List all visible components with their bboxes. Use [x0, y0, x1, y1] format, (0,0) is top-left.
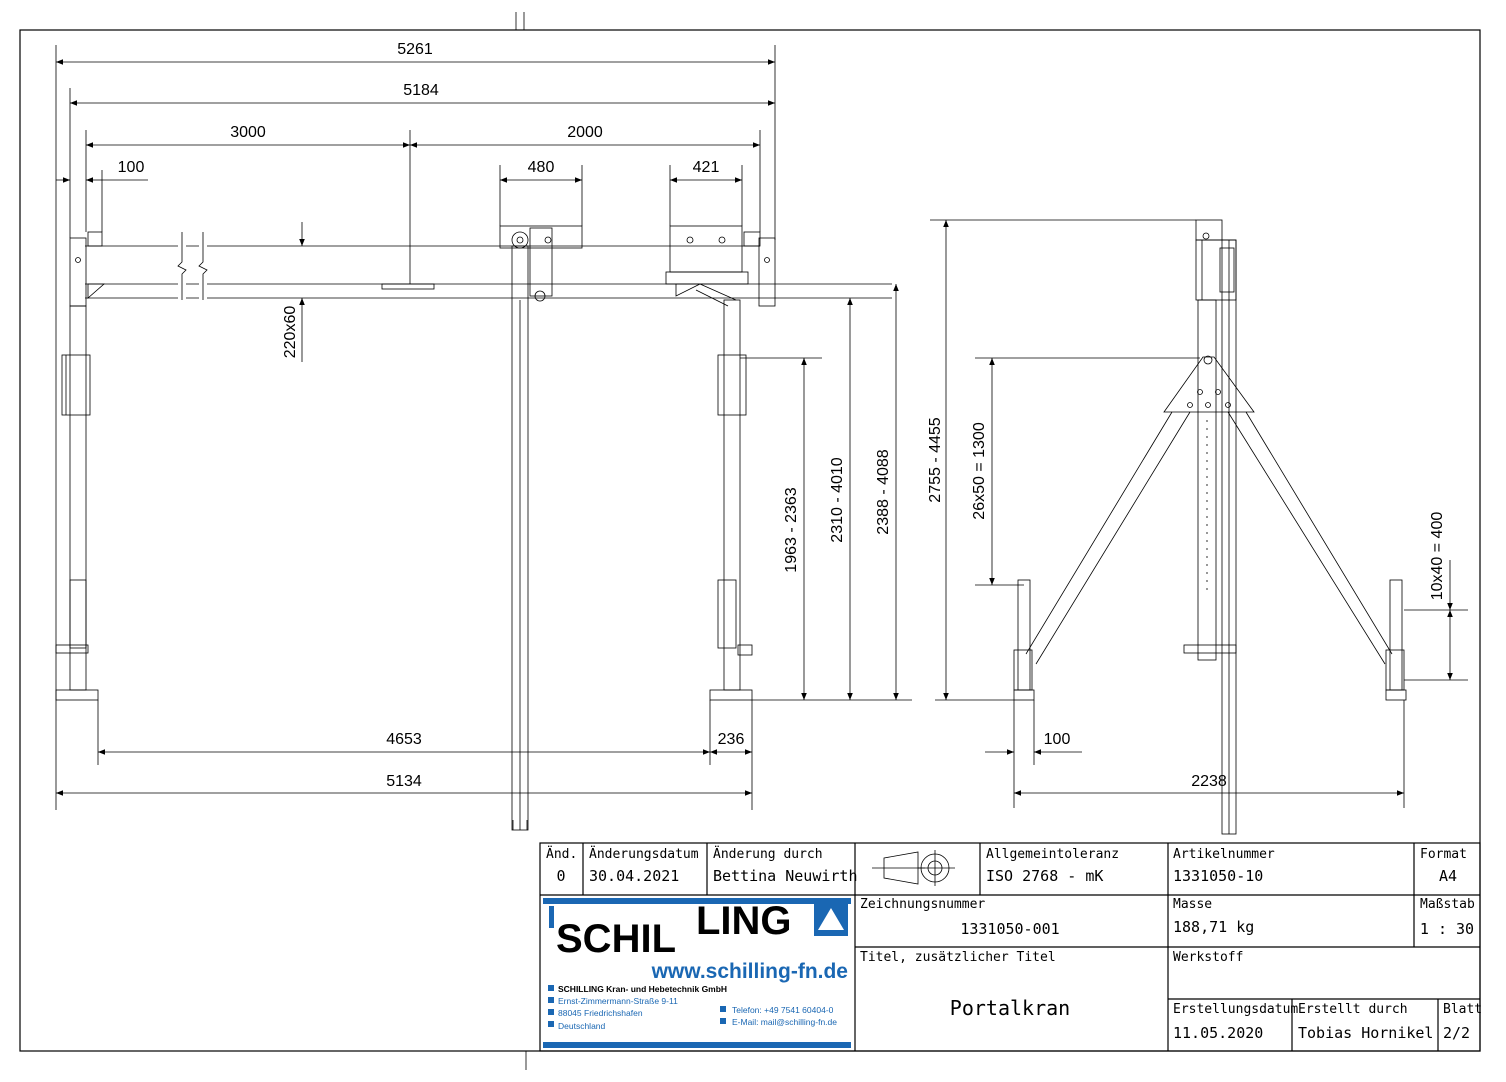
dim-label: 5134 [386, 773, 422, 790]
dim-label: 2755 - 4455 [927, 417, 944, 503]
brand-name-part2: LING [696, 899, 792, 943]
created-by-value: Tobias Hornikel [1298, 1024, 1433, 1042]
dim-label: 3000 [230, 124, 266, 141]
dim-label: 100 [118, 159, 145, 176]
dim-label: 5184 [403, 82, 439, 99]
sheet-label: Blatt [1443, 1002, 1482, 1017]
front-dimensions [55, 45, 912, 810]
article-value: 1331050-10 [1173, 867, 1263, 885]
company-name: SCHILLING Kran- und Hebetechnik GmbH [558, 984, 727, 994]
created-by-label: Erstellt durch [1298, 1002, 1408, 1017]
article-label: Artikelnummer [1173, 847, 1275, 862]
website: www.schilling-fn.de [651, 960, 848, 983]
rev-label: Änd. [546, 846, 577, 862]
title-block [539, 842, 1481, 1052]
changed-by-value: Bettina Neuwirth [713, 867, 858, 885]
dim-label: 236 [718, 731, 745, 748]
street: Ernst-Zimmermann-Straße 9-11 [558, 996, 678, 1006]
brand-name-part1: SCHIL [556, 917, 676, 961]
side-dimensions [930, 219, 1468, 808]
front-view [55, 130, 892, 831]
drawing-no-label: Zeichnungsnummer [860, 897, 985, 912]
sheet-value: 2/2 [1443, 1024, 1470, 1042]
dim-label: 100 [1044, 731, 1071, 748]
changed-by-label: Änderung durch [713, 846, 823, 862]
bullet-icon [720, 1006, 726, 1012]
projection-symbol-icon [872, 850, 955, 886]
country: Deutschland [558, 1021, 606, 1031]
dim-label: 2238 [1191, 773, 1227, 790]
material-label: Werkstoff [1173, 950, 1243, 965]
dim-label: 1963 - 2363 [783, 487, 800, 573]
city: 88045 Friedrichshafen [558, 1008, 643, 1018]
drawing-no-value: 1331050-001 [960, 920, 1059, 938]
change-date-label: Änderungsdatum [589, 846, 699, 862]
sheet-frame [19, 29, 1481, 1052]
bullet-icon [548, 1021, 554, 1027]
bullet-icon [548, 997, 554, 1003]
side-view [1013, 219, 1407, 835]
created-date-label: Erstellungsdatum [1173, 1002, 1298, 1017]
bullet-icon [548, 1009, 554, 1015]
mass-value: 188,71 kg [1173, 918, 1254, 936]
dim-label: 10x40 = 400 [1429, 512, 1446, 601]
mass-label: Masse [1173, 897, 1212, 912]
dim-label: 4653 [386, 731, 422, 748]
tolerance-value: ISO 2768 - mK [986, 867, 1103, 885]
front-dimension-labels: 5261 5184 3000 2000 100 480 421 220x60 1… [118, 41, 892, 790]
format-value: A4 [1439, 867, 1457, 885]
email: E-Mail: mail@schilling-fn.de [732, 1017, 837, 1027]
side-dimension-labels: 2755 - 4455 26x50 = 1300 10x40 = 400 100… [927, 417, 1446, 790]
dim-label: 220x60 [282, 306, 299, 359]
scale-value: 1 : 30 [1420, 920, 1474, 938]
dim-label: 26x50 = 1300 [971, 422, 988, 520]
created-date-value: 11.05.2020 [1173, 1024, 1263, 1042]
company-logo: SCHIL LING www.schilling-fn.de SCHILLING… [543, 898, 851, 1048]
rev-value: 0 [556, 867, 565, 885]
phone: Telefon: +49 7541 60404-0 [732, 1005, 834, 1015]
dim-label: 5261 [397, 41, 433, 58]
dim-label: 421 [693, 159, 720, 176]
dim-label: 2310 - 4010 [829, 457, 846, 543]
format-label: Format [1420, 847, 1467, 862]
tolerance-label: Allgemeintoleranz [986, 847, 1119, 862]
bullet-icon [720, 1018, 726, 1024]
title-block-texts: Änd. 0 Änderungsdatum 30.04.2021 Änderun… [546, 846, 1482, 1042]
scale-label: Maßstab [1420, 897, 1475, 912]
dim-label: 2388 - 4088 [875, 449, 892, 535]
title-label: Titel, zusätzlicher Titel [860, 950, 1056, 965]
dim-label: 2000 [567, 124, 603, 141]
dim-label: 480 [528, 159, 555, 176]
bullet-icon [548, 985, 554, 991]
change-date-value: 30.04.2021 [589, 867, 679, 885]
title-value: Portalkran [950, 996, 1070, 1020]
